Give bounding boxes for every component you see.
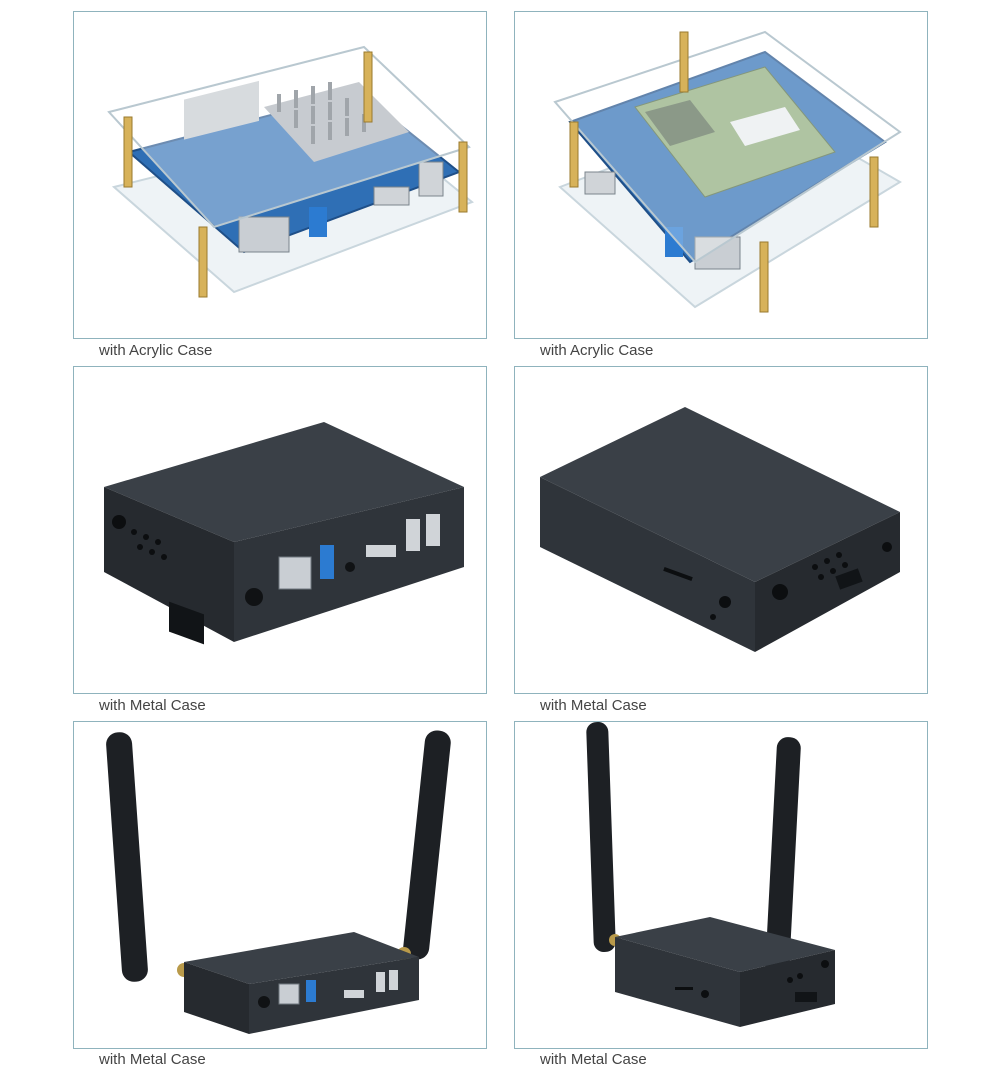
caption-4: with Metal Case — [540, 697, 647, 714]
photo-frame-acrylic-2 — [514, 11, 928, 339]
acrylic-case-board-underside-photo — [553, 30, 902, 313]
caption-6: with Metal Case — [540, 1051, 647, 1068]
photo-frame-metal-2 — [514, 366, 928, 694]
photo-frame-metal-1 — [73, 366, 487, 694]
metal-case-front-photo — [104, 422, 464, 645]
metal-case-antennas-rear-photo — [586, 722, 835, 1027]
photo-frame-metal-3 — [73, 721, 487, 1049]
caption-1: with Acrylic Case — [99, 342, 213, 359]
caption-2: with Acrylic Case — [540, 342, 654, 359]
photo-frame-acrylic-1 — [73, 11, 487, 339]
metal-case-rear-photo — [540, 407, 900, 652]
caption-3: with Metal Case — [99, 697, 206, 714]
acrylic-case-board-photo — [107, 45, 474, 298]
photo-frame-metal-4 — [514, 721, 928, 1049]
metal-case-antennas-front-photo — [106, 730, 451, 1034]
caption-5: with Metal Case — [99, 1051, 206, 1068]
